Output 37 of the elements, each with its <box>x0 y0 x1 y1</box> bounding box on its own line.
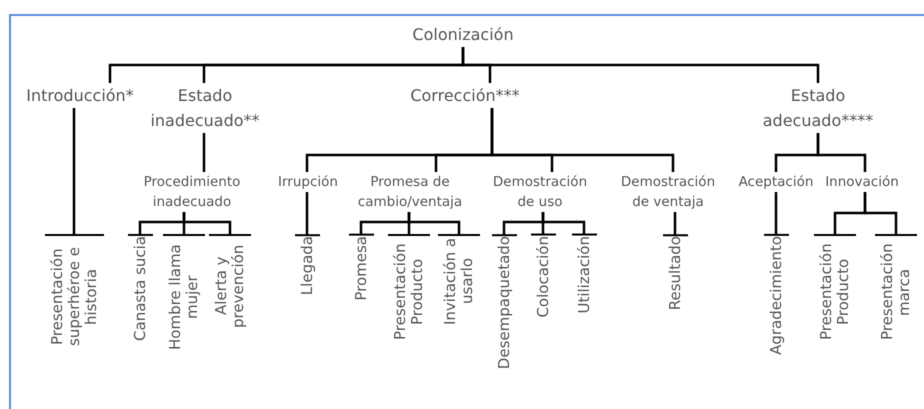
tree-connector <box>182 212 232 235</box>
leaf-label: Colocación <box>530 234 556 318</box>
tree-connector <box>202 133 206 172</box>
leaf-label: Hombre llama mujer <box>163 234 205 358</box>
tree-label: Innovación <box>821 172 903 192</box>
leaf-label: Invitación a usarlo <box>438 234 480 326</box>
leaf-label: Alerta y prevención <box>209 234 251 336</box>
leaf-label: Presentación Producto <box>814 234 856 348</box>
tree-label: Promesa de cambio/ventaja <box>353 172 467 212</box>
tree-connector <box>462 47 820 83</box>
leaf-label: Canasta sucia <box>128 234 152 341</box>
tree-label: Corrección*** <box>395 83 535 108</box>
leaf-label: Presentación Producto <box>388 234 430 348</box>
tree-label: Colonización <box>412 22 514 47</box>
leaf-label: Promesa <box>348 234 374 301</box>
tree-connector <box>542 212 586 235</box>
leaf-label: Utilización <box>572 234 596 314</box>
leaf-label: Presentación superhéroe e historia <box>44 234 104 358</box>
tree-connector <box>306 192 308 235</box>
tree-label: Estado adecuado**** <box>748 83 888 133</box>
leaf-label: Desempaquetado <box>492 234 516 370</box>
leaf-label: Agradecimiento <box>764 234 788 355</box>
tree-connector <box>72 108 76 235</box>
tree-label: Demostración de uso <box>484 172 596 212</box>
tree-connector <box>408 212 460 235</box>
tree-label: Irrupción <box>268 172 348 192</box>
tree-connector <box>774 192 778 235</box>
tree-label: Aceptación <box>734 172 818 192</box>
leaf-label: Resultado <box>662 234 688 310</box>
tree-connector <box>490 108 674 172</box>
leaf-label: Llegada <box>294 234 320 296</box>
tree-connector <box>864 192 898 235</box>
leaf-label: Presentación marca <box>875 234 917 348</box>
tree-connector <box>816 133 866 172</box>
tree-connector <box>674 212 676 235</box>
tree-label: Procedimiento inadecuado <box>132 172 252 212</box>
tree-label: Demostración de ventaja <box>612 172 724 212</box>
